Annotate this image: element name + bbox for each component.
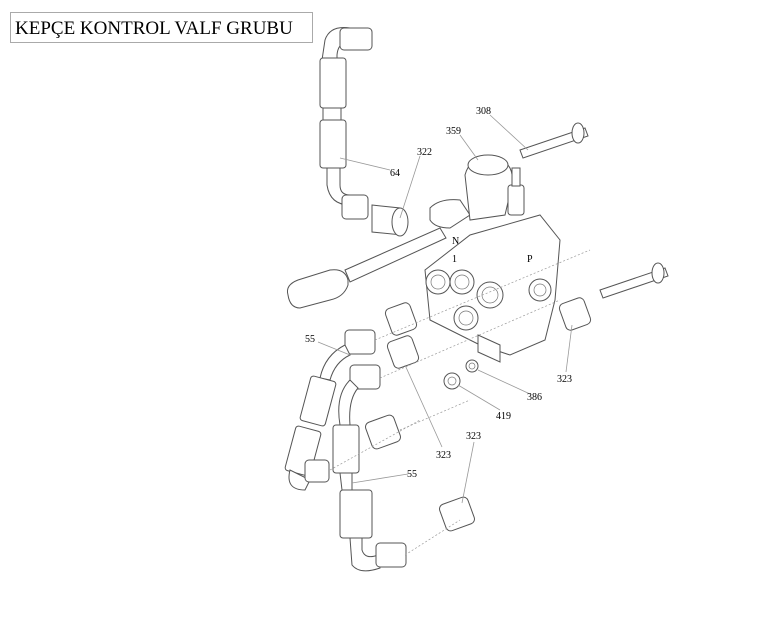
valve-marking-p: P [527,254,533,265]
callout-55-upper: 55 [305,334,315,345]
callout-55-lower: 55 [407,469,417,480]
callout-323-lower: 323 [466,431,481,442]
nut-419 [443,372,461,390]
hose-64 [319,27,409,237]
valve-marking-n: N [452,236,459,247]
callout-64: 64 [390,168,400,179]
valve-body: N 1 P [424,154,561,363]
hose-55-a [284,329,376,491]
callout-359: 359 [446,126,461,137]
callout-308: 308 [476,106,491,117]
callout-323-middle: 323 [436,450,451,461]
callout-386: 386 [527,392,542,403]
control-lever-322 [287,199,471,309]
washer-386 [465,359,479,373]
bolt-lower [599,262,669,299]
callout-323-right: 323 [557,374,572,385]
diagram-title-box: KEPÇE KONTROL VALF GRUBU [10,12,313,43]
callout-419: 419 [496,411,511,422]
diagram-title: KEPÇE KONTROL VALF GRUBU [15,18,293,39]
callout-322: 322 [417,147,432,158]
hose-55-b [332,364,407,572]
bolt-308 [519,122,589,159]
fitting-323 [365,297,592,532]
valve-marking-1: 1 [452,254,457,265]
